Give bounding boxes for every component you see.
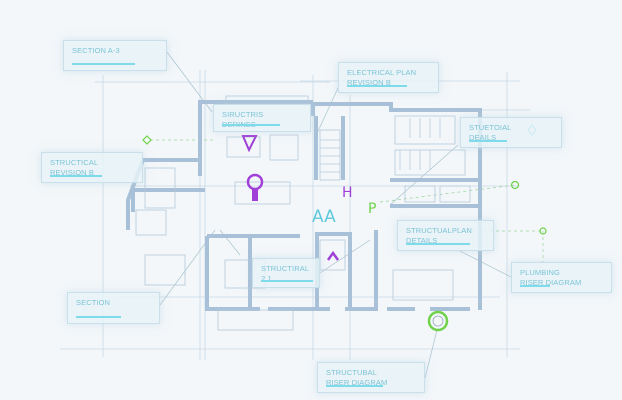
accent-bar xyxy=(222,124,280,126)
label-electrical-plan[interactable]: ELECTRICAL PLAN REVISION B xyxy=(338,62,439,93)
stairs xyxy=(320,118,441,173)
label-structualplan-details[interactable]: STRUCTUALPLAN DETAILS xyxy=(397,220,494,251)
label-siructris[interactable]: SIRUCTRIS DERINES xyxy=(213,104,311,132)
label-structiral-21[interactable]: STRUCTIRAL 2.1 xyxy=(252,258,320,288)
label-text: RISER DIAGRAM xyxy=(326,378,388,387)
label-structubal-riser[interactable]: STRUCTUBAL RISER DIAGRAM xyxy=(317,362,425,393)
markers xyxy=(142,124,547,332)
label-text: SECTION xyxy=(76,298,111,307)
green-node-icon xyxy=(510,180,520,190)
green-node-icon xyxy=(539,227,547,235)
green-diamond-icon xyxy=(142,135,152,145)
room-symbol-h: H xyxy=(342,185,353,201)
room-symbol-p: P xyxy=(368,201,376,217)
label-section[interactable]: SECTION xyxy=(67,292,160,324)
accent-bar xyxy=(406,243,470,245)
label-text: ELECTRICAL PLAN xyxy=(347,68,417,77)
label-section-a3[interactable]: SECTION A-3 xyxy=(63,40,167,71)
label-structical-revision[interactable]: STRUCTICAL REVISION B xyxy=(41,152,143,183)
accent-bar xyxy=(469,140,507,142)
label-text: STRUCTICAL xyxy=(50,158,99,167)
purple-chevron-icon xyxy=(326,250,340,261)
label-text: REVISION B xyxy=(347,78,391,87)
label-text: DEAILS xyxy=(469,133,497,142)
label-text: DETAILS xyxy=(406,236,438,245)
accent-bar xyxy=(50,175,102,177)
label-text: REVISION B xyxy=(50,168,94,177)
accent-bar xyxy=(72,63,135,65)
label-text: STRUCTUALPLAN xyxy=(406,226,472,235)
label-text: PLUMBING xyxy=(520,268,560,277)
green-target-icon xyxy=(427,310,449,332)
label-text: RISER DIAGRAM xyxy=(520,278,582,287)
label-text: 2.1 xyxy=(261,274,272,283)
purple-triangle-icon xyxy=(241,135,258,153)
accent-bar xyxy=(261,280,313,282)
accent-bar xyxy=(76,316,121,318)
room-symbol-a: AA xyxy=(312,207,336,227)
label-text: SECTION A-3 xyxy=(72,46,120,55)
label-text: STRUCTIRAL xyxy=(261,264,310,273)
label-text: STUETOIAL xyxy=(469,123,512,132)
accent-bar xyxy=(520,285,550,287)
label-plumbing-riser[interactable]: PLUMBING RISER DIAGRAM xyxy=(511,262,612,293)
accent-bar xyxy=(347,85,407,87)
label-text: STRUCTUBAL xyxy=(326,368,378,377)
label-text: SIRUCTRIS xyxy=(222,110,264,119)
label-structural-details[interactable]: STUETOIAL DEAILS xyxy=(460,117,562,148)
dashed-lines xyxy=(150,139,544,262)
accent-bar xyxy=(326,385,383,387)
